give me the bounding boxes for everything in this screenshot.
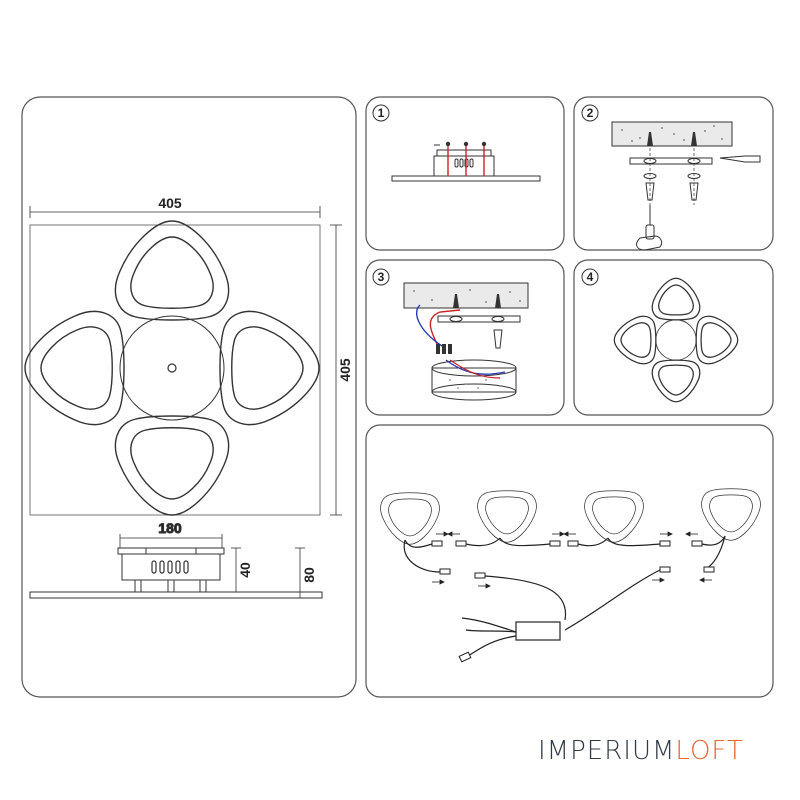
step-2-panel: 2 (573, 96, 774, 251)
height-dimension-label: 405 (337, 358, 353, 382)
step-3-number: 3 (378, 270, 385, 284)
brand-logo: IMPERIUMLOFT (538, 736, 744, 766)
step-1-panel: 1 (365, 96, 565, 251)
base-height-label: 40 (237, 562, 253, 578)
total-height-label: 80 (301, 567, 317, 583)
ceiling (403, 282, 529, 309)
wiring-panel (365, 424, 774, 698)
lamp-side-view: 180 (29, 520, 323, 599)
base-width-label: 180 (158, 520, 182, 536)
installed-lamp (613, 277, 739, 403)
step-4-panel: 4 (573, 259, 774, 416)
step-3-panel: 3 (365, 259, 565, 416)
led-driver (515, 621, 561, 641)
ceiling (611, 121, 733, 147)
screwdriver (636, 205, 663, 251)
lamp-top-view (24, 220, 320, 516)
step-1-number: 1 (378, 106, 385, 120)
dimension-panel: 405 405 180 (21, 96, 357, 698)
step-4-number: 4 (587, 270, 594, 284)
vent-slots (151, 560, 189, 574)
width-dimension-label: 405 (158, 195, 182, 211)
step-2-number: 2 (587, 106, 594, 120)
